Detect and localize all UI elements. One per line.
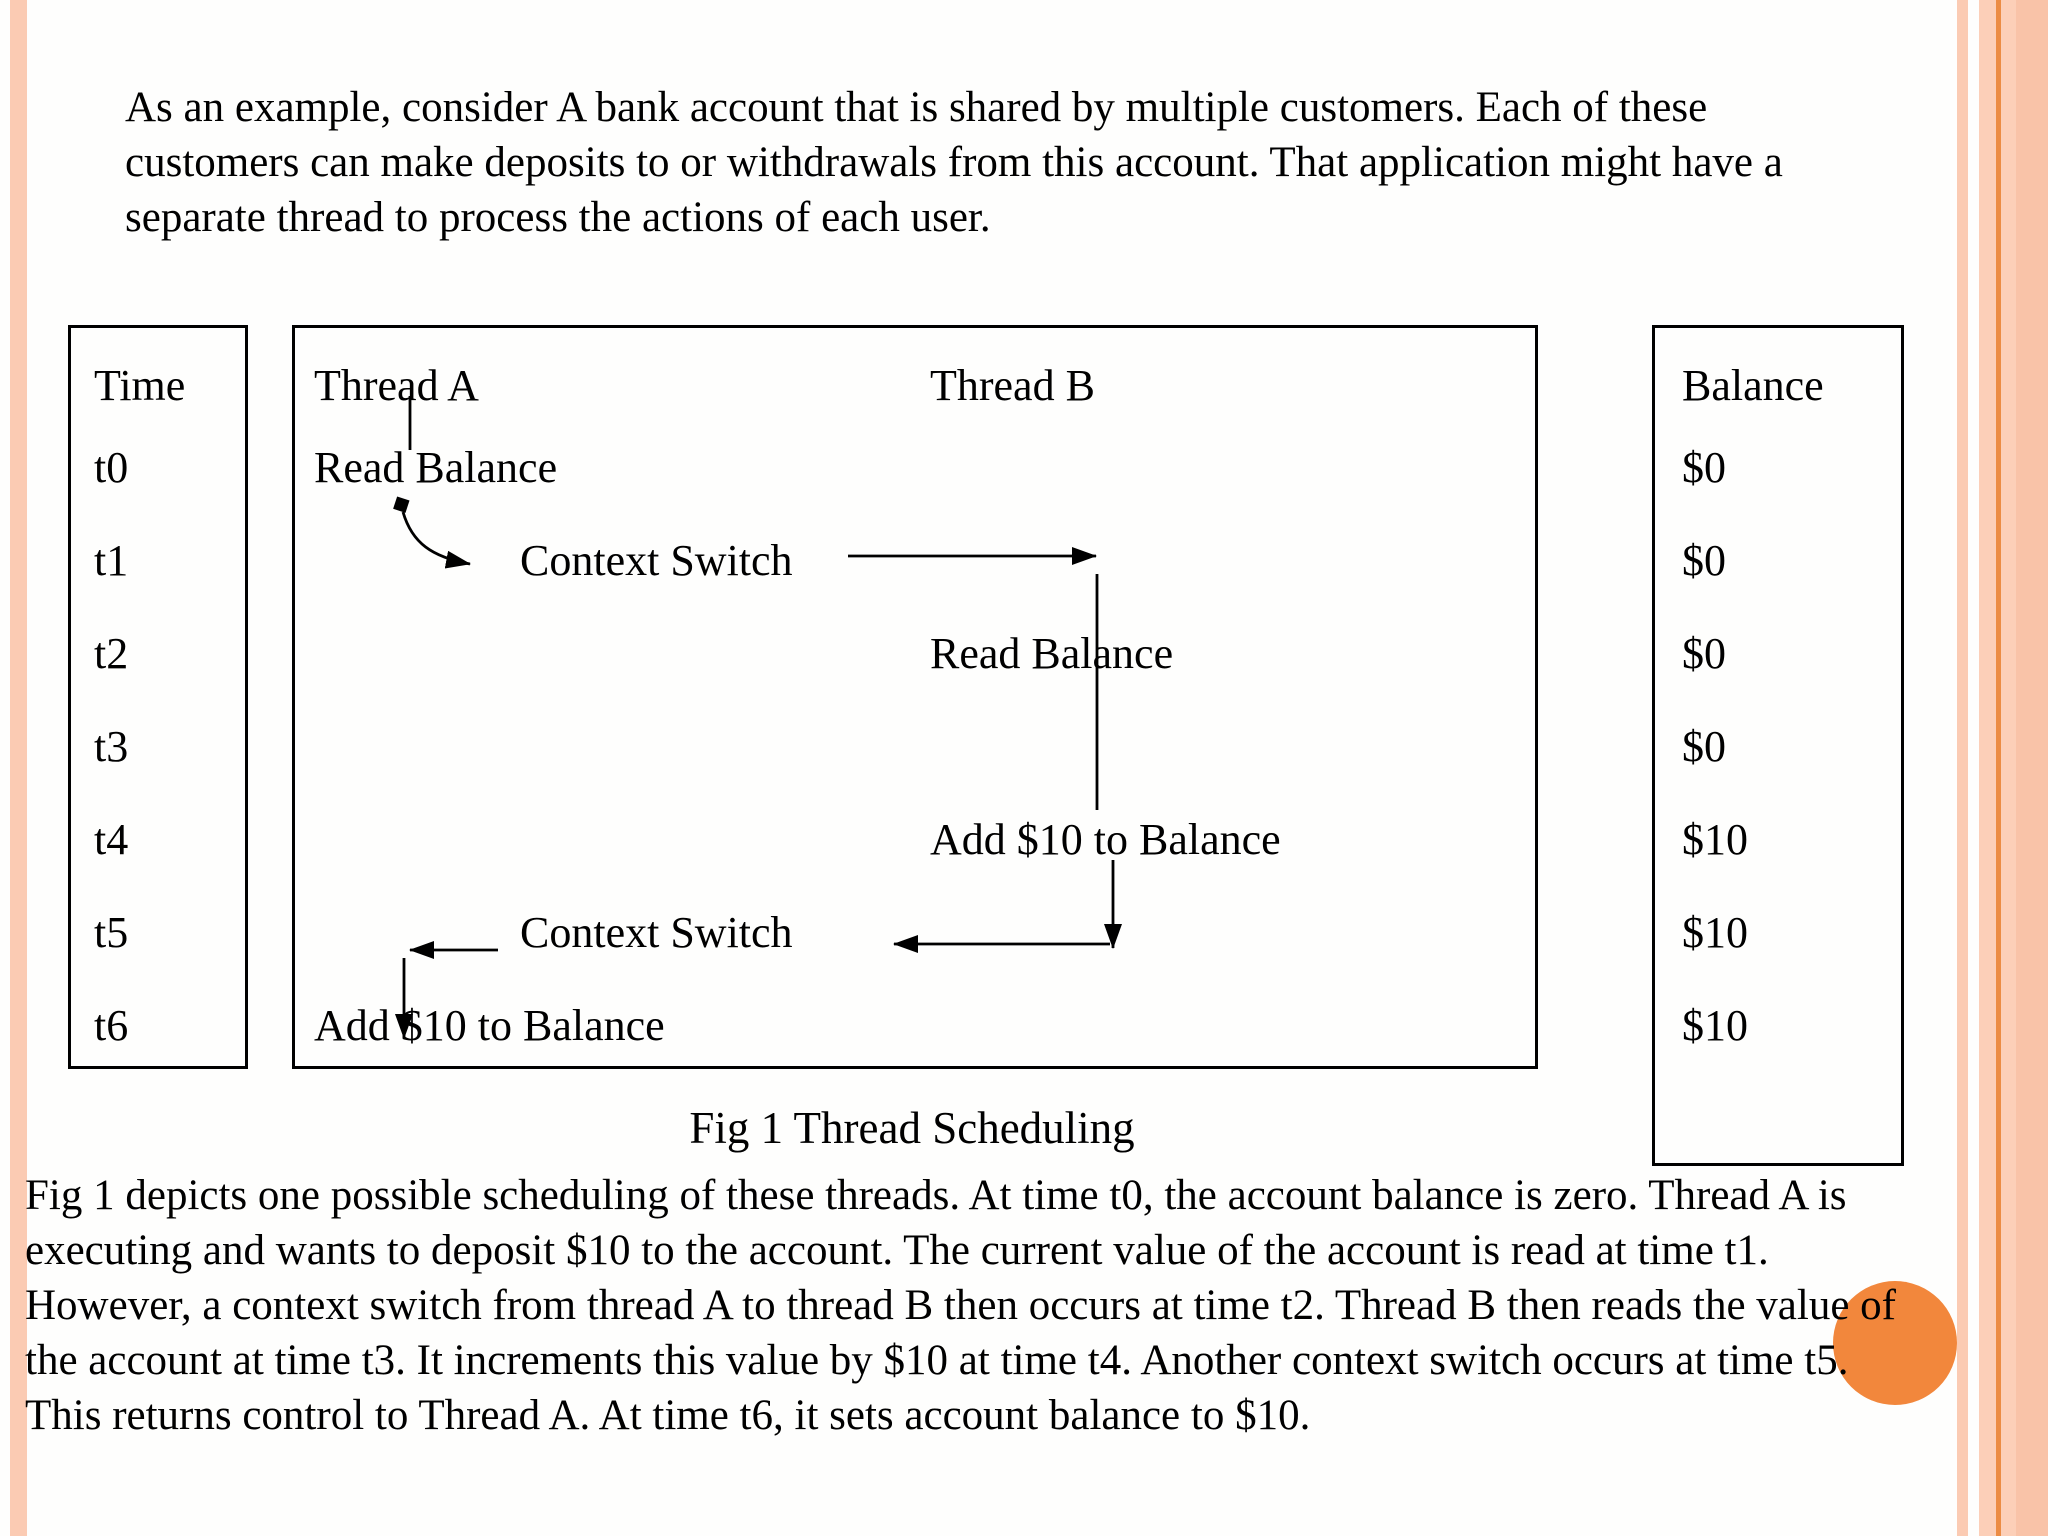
balance-value-t5: $10 <box>1682 908 1748 957</box>
time-row-t1: t1 <box>94 536 129 585</box>
body-line-2: executing and wants to deposit $10 to th… <box>25 1227 1769 1274</box>
right-edge-band-dark <box>2016 0 2048 1536</box>
time-box <box>68 325 248 1069</box>
right-edge-accent-line <box>1996 0 2001 1536</box>
balance-value-t1: $0 <box>1682 536 1726 585</box>
thread-box <box>292 325 1538 1069</box>
balance-value-t3: $0 <box>1682 722 1726 771</box>
body-line-1: Fig 1 depicts one possible scheduling of… <box>25 1172 1847 1219</box>
time-row-t3: t3 <box>94 722 129 771</box>
event-t5-context-switch: Context Switch <box>520 908 793 957</box>
event-t0-read-balance-a: Read Balance <box>314 443 558 492</box>
intro-line-1: As an example, consider A bank account t… <box>125 84 1708 131</box>
balance-value-t0: $0 <box>1682 443 1726 492</box>
body-paragraph: Fig 1 depicts one possible scheduling of… <box>25 1168 1896 1443</box>
left-edge-stripe <box>10 0 27 1536</box>
event-t1-context-switch: Context Switch <box>520 536 793 585</box>
time-row-t6: t6 <box>94 1001 129 1050</box>
time-header: Time <box>94 361 186 410</box>
body-line-4: the account at time t3. It increments th… <box>25 1337 1849 1384</box>
time-row-t4: t4 <box>94 815 129 864</box>
accent-circle <box>1833 1281 1957 1405</box>
thread-b-header: Thread B <box>930 361 1095 410</box>
event-t2-read-balance-b: Read Balance <box>930 629 1174 678</box>
body-line-3: However, a context switch from thread A … <box>25 1282 1896 1329</box>
balance-header: Balance <box>1682 361 1824 410</box>
balance-value-t4: $10 <box>1682 815 1748 864</box>
figure-caption: Fig 1 Thread Scheduling <box>689 1103 1135 1153</box>
balance-value-t6: $10 <box>1682 1001 1748 1050</box>
balance-value-t2: $0 <box>1682 629 1726 678</box>
intro-paragraph: As an example, consider A bank account t… <box>125 80 1783 245</box>
time-row-t5: t5 <box>94 908 129 957</box>
right-edge-thin-stripe <box>1957 0 1968 1536</box>
thread-a-header: Thread A <box>314 361 479 410</box>
balance-box <box>1652 325 1904 1166</box>
body-line-5: This returns control to Thread A. At tim… <box>25 1392 1311 1439</box>
event-t4-add-balance-b: Add $10 to Balance <box>930 815 1281 864</box>
time-row-t0: t0 <box>94 443 129 492</box>
intro-line-3: separate thread to process the actions o… <box>125 194 991 241</box>
event-t6-add-balance-a: Add $10 to Balance <box>314 1001 665 1050</box>
time-row-t2: t2 <box>94 629 129 678</box>
intro-line-2: customers can make deposits to or withdr… <box>125 139 1783 186</box>
